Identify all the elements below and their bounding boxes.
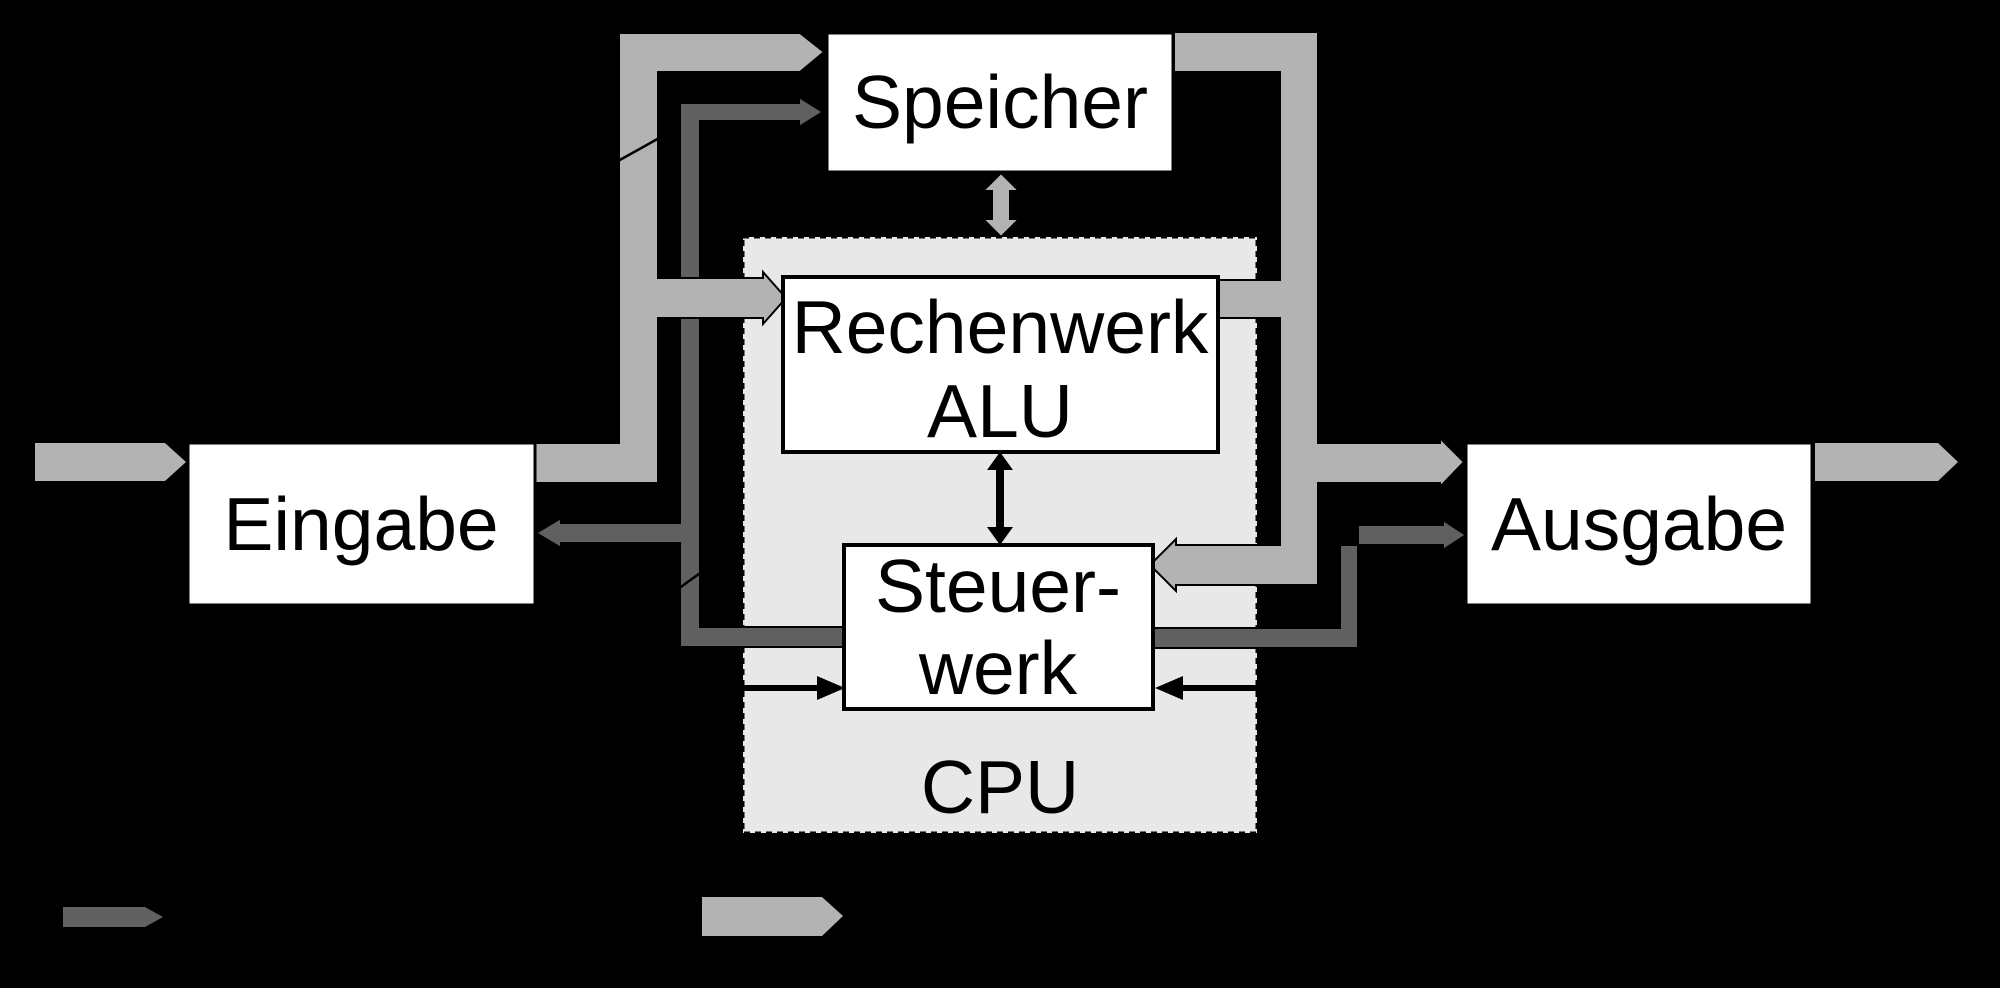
- legend-control-bus-arrow-icon: [63, 907, 163, 927]
- rechenwerk-alu-box: [781, 275, 1220, 454]
- ausgabe-box: [1464, 441, 1814, 607]
- bus-width-slash-control-bus: [677, 569, 704, 591]
- rechenwerk-label-line1: Rechenwerk: [792, 285, 1209, 369]
- steuerwerk-box: [842, 543, 1155, 711]
- steuerwerk-right-black-arrow-icon: [1155, 676, 1257, 700]
- eingabe-label: Eingabe: [223, 482, 498, 566]
- control-bus-right-path: [1152, 518, 1468, 649]
- steuerwerk-left-black-arrow-icon: [743, 676, 845, 700]
- external-input-arrow-icon: [35, 443, 186, 481]
- rechenwerk-label-line2: ALU: [927, 369, 1073, 453]
- steuerwerk-label-line1: Steuer-: [875, 544, 1121, 628]
- legend-data-bus-arrow-icon: [702, 897, 843, 936]
- data-bus-right-path: [1148, 31, 1466, 594]
- speicher-cpu-double-arrow-icon: [980, 171, 1022, 239]
- eingabe-box: [186, 441, 537, 607]
- external-output-arrow-icon: [1815, 443, 1958, 481]
- alu-steuerwerk-double-arrow-icon: [987, 452, 1013, 545]
- speicher-label: Speicher: [852, 60, 1148, 144]
- cpu-label: CPU: [921, 745, 1079, 829]
- steuerwerk-label-line2: werk: [918, 626, 1078, 710]
- speicher-box: [825, 31, 1175, 174]
- bus-width-slash-data-bus: [617, 135, 662, 163]
- ausgabe-label: Ausgabe: [1491, 482, 1787, 566]
